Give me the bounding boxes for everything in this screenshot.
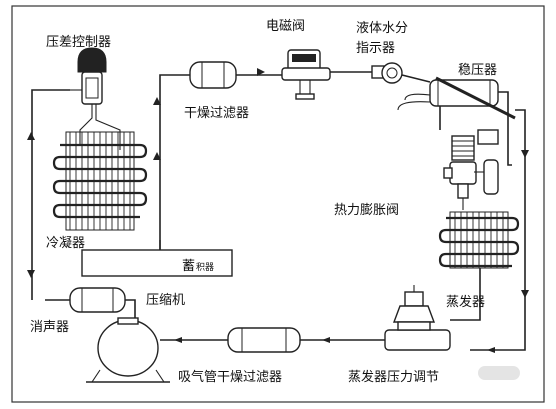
label-thermal-expansion-valve: 热力膨胀阀 xyxy=(334,203,399,218)
thermal-expansion-valve xyxy=(443,129,499,210)
stabilizer xyxy=(397,76,516,120)
label-suction-dryer-filter: 吸气管干燥过滤器 xyxy=(178,369,282,385)
glare-patch xyxy=(478,366,520,380)
moisture-indicator xyxy=(371,62,403,84)
flow-arrows xyxy=(27,68,529,353)
label-evaporator: 蒸发器 xyxy=(446,294,485,310)
muffler xyxy=(69,287,126,313)
receiver-tank xyxy=(81,240,233,277)
diagram-frame xyxy=(11,5,545,403)
label-compressor: 压缩机 xyxy=(146,292,185,308)
suction-dryer-filter xyxy=(227,327,301,353)
label-solenoid-valve: 电磁阀 xyxy=(266,19,305,34)
label-dryer-filter: 干燥过滤器 xyxy=(184,106,249,121)
label-stabilizer: 稳压器 xyxy=(458,62,497,78)
label-receiver-small: 积器 xyxy=(196,261,214,273)
label-pressure-diff-controller: 压差控制器 xyxy=(46,35,111,50)
pressure-diff-controller xyxy=(70,47,121,150)
compressor xyxy=(86,317,170,383)
evap-pressure-regulator xyxy=(384,285,451,351)
condenser-coil xyxy=(52,131,148,231)
label-evap-pressure-regulator: 蒸发器压力调节 xyxy=(348,369,439,385)
label-moisture-indicator-line2: 指示器 xyxy=(356,41,395,56)
solenoid-valve xyxy=(281,49,331,100)
label-receiver-big: 蓄 xyxy=(182,259,195,274)
label-condenser: 冷凝器 xyxy=(46,235,85,251)
label-muffler: 消声器 xyxy=(30,320,69,335)
label-moisture-indicator-line1: 液体水分 xyxy=(356,21,408,36)
pipe-loop xyxy=(31,71,526,351)
dryer-filter xyxy=(189,61,237,89)
evaporator-coil xyxy=(438,211,520,269)
